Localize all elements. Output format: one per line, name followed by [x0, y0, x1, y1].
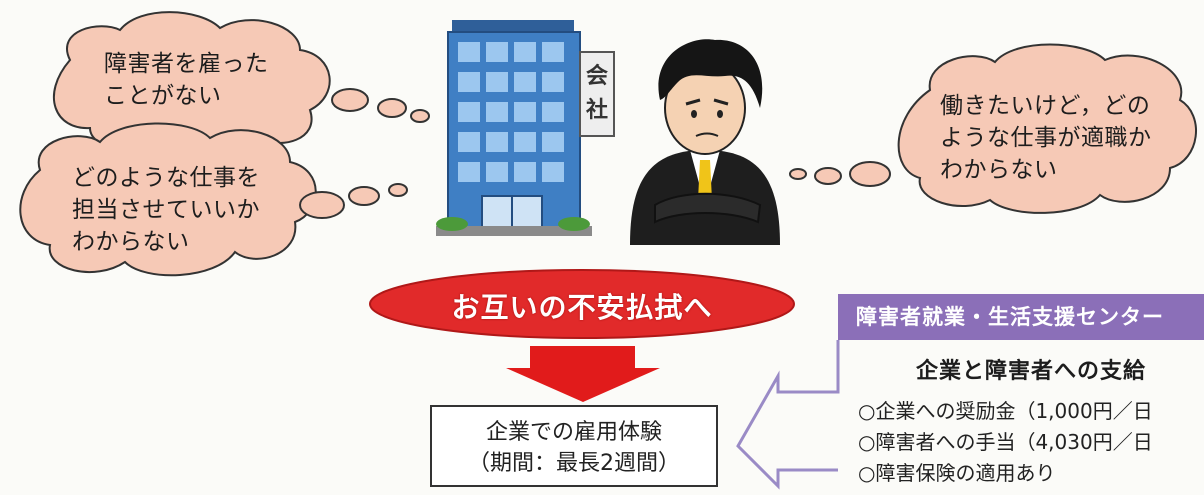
left-arrow-icon: [736, 340, 840, 490]
bubble-line: 障害者を雇った: [104, 51, 269, 77]
support-list-item: ○障害保険の適用あり: [858, 461, 1056, 485]
sign-char: 社: [586, 98, 609, 123]
office-building: [436, 20, 615, 236]
bubble-company-bottom-text: どのような仕事を 担当させていいか わからない: [72, 162, 260, 258]
building-sign: 会 社: [586, 60, 608, 128]
bubble-line: わからない: [72, 229, 190, 255]
support-list-item: ○障害者への手当（4,030円／日: [858, 430, 1153, 454]
thought-bubble-worker: [789, 43, 1197, 214]
support-list: ○企業への奨励金（1,000円／日 ○障害者への手当（4,030円／日 ○障害保…: [858, 396, 1153, 489]
job-seeker-illustration: [630, 39, 780, 245]
bubble-line: ことがない: [104, 83, 222, 109]
bubble-line: 働きたいけど，どの: [940, 93, 1151, 119]
banner-title: お互いの不安払拭へ: [451, 291, 713, 324]
bubble-worker-text: 働きたいけど，どの ような仕事が適職か わからない: [940, 90, 1152, 186]
bubble-line: ような仕事が適職か: [940, 125, 1152, 151]
sign-char: 会: [586, 64, 609, 89]
box-line: （期間：最長2週間）: [468, 451, 680, 476]
bubble-line: わからない: [940, 157, 1058, 183]
bubble-line: どのような仕事を: [72, 165, 260, 191]
banner-ellipse: [369, 269, 795, 339]
support-center-subtitle: 企業と障害者への支給: [916, 359, 1147, 384]
thought-bubble-company-bottom: [19, 122, 408, 277]
box-line: 企業での雇用体験: [485, 420, 662, 445]
support-list-item: ○企業への奨励金（1,000円／日: [858, 399, 1153, 423]
employment-experience-box: 企業での雇用体験 （期間：最長2週間）: [430, 405, 718, 487]
bubble-line: 担当させていいか: [72, 197, 260, 223]
down-arrow-icon: [506, 346, 660, 402]
thought-bubble-company-top: [52, 11, 430, 155]
support-center-header: 障害者就業・生活支援センター: [838, 294, 1204, 340]
bubble-company-top-text: 障害者を雇った ことがない: [104, 48, 269, 112]
